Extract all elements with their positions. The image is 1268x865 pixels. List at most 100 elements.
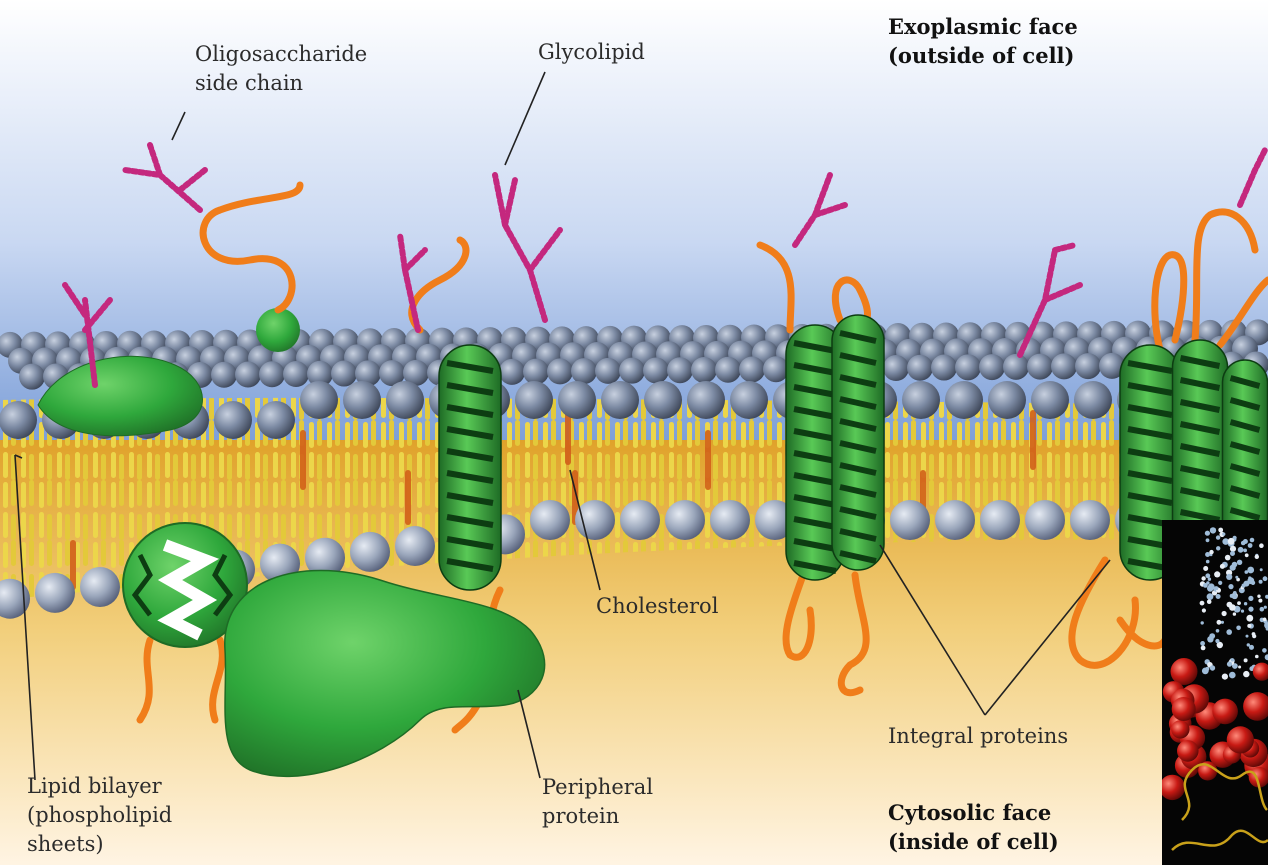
atom [1244,658,1248,662]
integral-proteins-label: Integral proteins [888,722,1068,751]
atom [1236,626,1241,631]
lipid-head [1027,354,1053,380]
atom [1216,546,1220,550]
atom [1243,549,1247,553]
atom [1217,620,1222,625]
lipid-head [235,362,261,388]
atom [1200,641,1205,646]
lipid-head [665,500,705,540]
atom [1228,538,1235,545]
atom [1258,599,1262,603]
lipid-head [988,381,1026,419]
atom [1247,567,1254,574]
atom [1205,531,1210,536]
atom [1177,740,1199,762]
lipid-head [883,355,909,381]
lipid-head [667,357,693,383]
atom [1215,639,1219,643]
lipid-head [902,381,940,419]
atom [1230,551,1235,556]
lipid-head [331,361,357,387]
lipid-head [1031,381,1069,419]
lipid-head [283,361,309,387]
atom [1255,555,1259,559]
atom [1216,535,1220,539]
lipid-head [710,500,750,540]
lipid-head [601,381,639,419]
lipid-head [300,381,338,419]
atom [1264,606,1267,609]
atom [1248,607,1253,612]
atom [1202,608,1206,612]
atom [1172,697,1196,721]
lipid-head [395,526,435,566]
lipid-head [595,358,621,384]
atom [1222,611,1227,616]
atom [1237,560,1242,565]
lipid-head [547,358,573,384]
atom [1171,720,1189,738]
atom [1263,576,1268,581]
atom [1201,621,1204,624]
lipid-head [644,381,682,419]
lipid-head [19,364,45,390]
atom [1216,629,1220,633]
atom [1231,658,1234,661]
lipid-head [691,357,717,383]
atom [1246,635,1249,638]
lipid-head [575,500,615,540]
atom [1218,581,1222,585]
atom [1235,576,1238,579]
lipid-head [530,500,570,540]
lipid-head [211,362,237,388]
lipid-head [1051,353,1077,379]
peripheral-protein-label: Peripheral protein [542,773,653,831]
lipid-bilayer-label: Lipid bilayer (phospholipid sheets) [27,772,172,859]
lipid-head [763,356,789,382]
atom [1241,610,1244,613]
lipid-head [515,381,553,419]
atom [1207,636,1213,642]
atom [1259,543,1264,548]
atom [1233,612,1236,615]
atom [1241,541,1246,546]
lipid-head [558,381,596,419]
molecular-model-inset-icon [1162,520,1268,865]
atom [1257,595,1260,598]
atom [1246,615,1253,622]
atom [1238,547,1244,553]
atom [1248,576,1251,579]
lipid-head [620,500,660,540]
atom [1243,671,1249,677]
atom [1205,552,1210,557]
atom [1208,583,1215,590]
atom [1248,596,1253,601]
lipid-head [350,532,390,572]
atom [1225,555,1231,561]
lipid-head [890,500,930,540]
atom [1228,584,1233,589]
atom [1171,658,1198,685]
atom [1227,726,1254,753]
lipid-head [386,381,424,419]
lipid-head [571,358,597,384]
lipid-head [931,355,957,381]
lipid-head [643,357,669,383]
lipid-head [523,359,549,385]
atom [1229,672,1236,679]
atom [1209,550,1213,554]
atom [1238,666,1241,669]
atom [1237,601,1241,605]
atom [1206,538,1210,542]
atom [1260,607,1265,612]
atom [1210,665,1215,670]
atom [1201,646,1206,651]
lipid-head [687,381,725,419]
lipid-head [730,381,768,419]
atom [1206,560,1210,564]
atom [1222,674,1228,680]
atom [1203,566,1208,571]
atom [1262,648,1267,653]
